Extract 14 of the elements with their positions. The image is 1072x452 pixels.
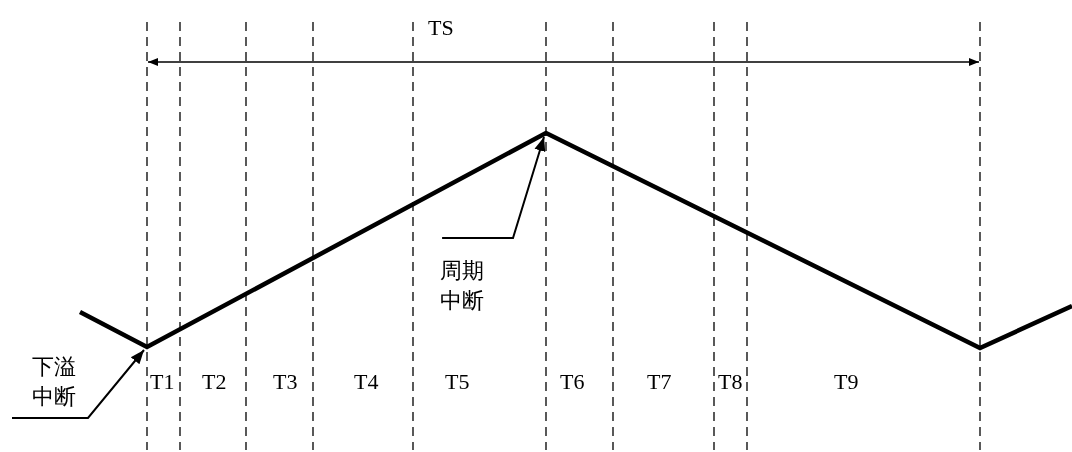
interval-label: T2 bbox=[202, 370, 227, 394]
interrupt-label: 下溢中断 bbox=[32, 353, 77, 411]
leader-line bbox=[441, 136, 546, 239]
leader-line bbox=[11, 349, 145, 419]
period-label: TS bbox=[428, 16, 454, 40]
interval-label: T6 bbox=[560, 370, 585, 394]
interval-label: T1 bbox=[150, 370, 175, 394]
interval-label: T8 bbox=[718, 370, 743, 394]
interval-label: T3 bbox=[273, 370, 298, 394]
interval-label: T4 bbox=[354, 370, 379, 394]
interval-label: T7 bbox=[647, 370, 672, 394]
interrupt-label: 周期中断 bbox=[440, 257, 485, 315]
interval-label: T9 bbox=[834, 370, 859, 394]
interval-label: T5 bbox=[445, 370, 470, 394]
